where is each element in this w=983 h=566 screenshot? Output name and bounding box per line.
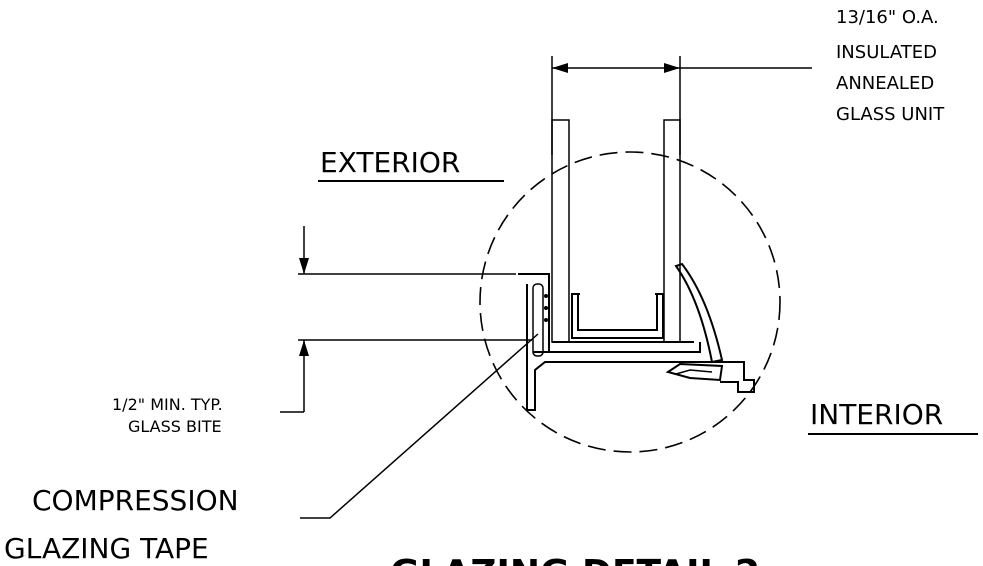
glass-bite-label-line2: GLASS BITE: [128, 417, 222, 436]
glass-unit-label-line1: 13/16" O.A.: [836, 7, 939, 28]
glass-bite-label-line1: 1/2" MIN. TYP.: [112, 395, 223, 414]
glass-bite-dimension: [280, 226, 532, 413]
glass-unit-label-line2: INSULATED: [836, 42, 937, 63]
exterior-label: EXTERIOR: [320, 146, 460, 179]
tape-label-line2: GLAZING TAPE: [4, 532, 209, 565]
detail-circle: [479, 151, 781, 453]
interior-label: INTERIOR: [810, 398, 943, 431]
frame: [518, 262, 755, 411]
detail-title: GLAZING DETAIL 2: [390, 553, 760, 566]
tape-label-line1: COMPRESSION: [32, 484, 239, 517]
spacer: [571, 293, 664, 339]
glass-unit: [551, 119, 694, 343]
glazing-stop: [665, 362, 724, 382]
glass-unit-label-line4: GLASS UNIT: [836, 104, 945, 125]
glass-thickness-dimension: [551, 56, 812, 155]
wedge-gasket: [674, 262, 724, 364]
glass-unit-label-line3: ANNEALED: [836, 73, 934, 94]
glazing-tape: [532, 283, 544, 357]
tape-leader: [300, 333, 539, 519]
